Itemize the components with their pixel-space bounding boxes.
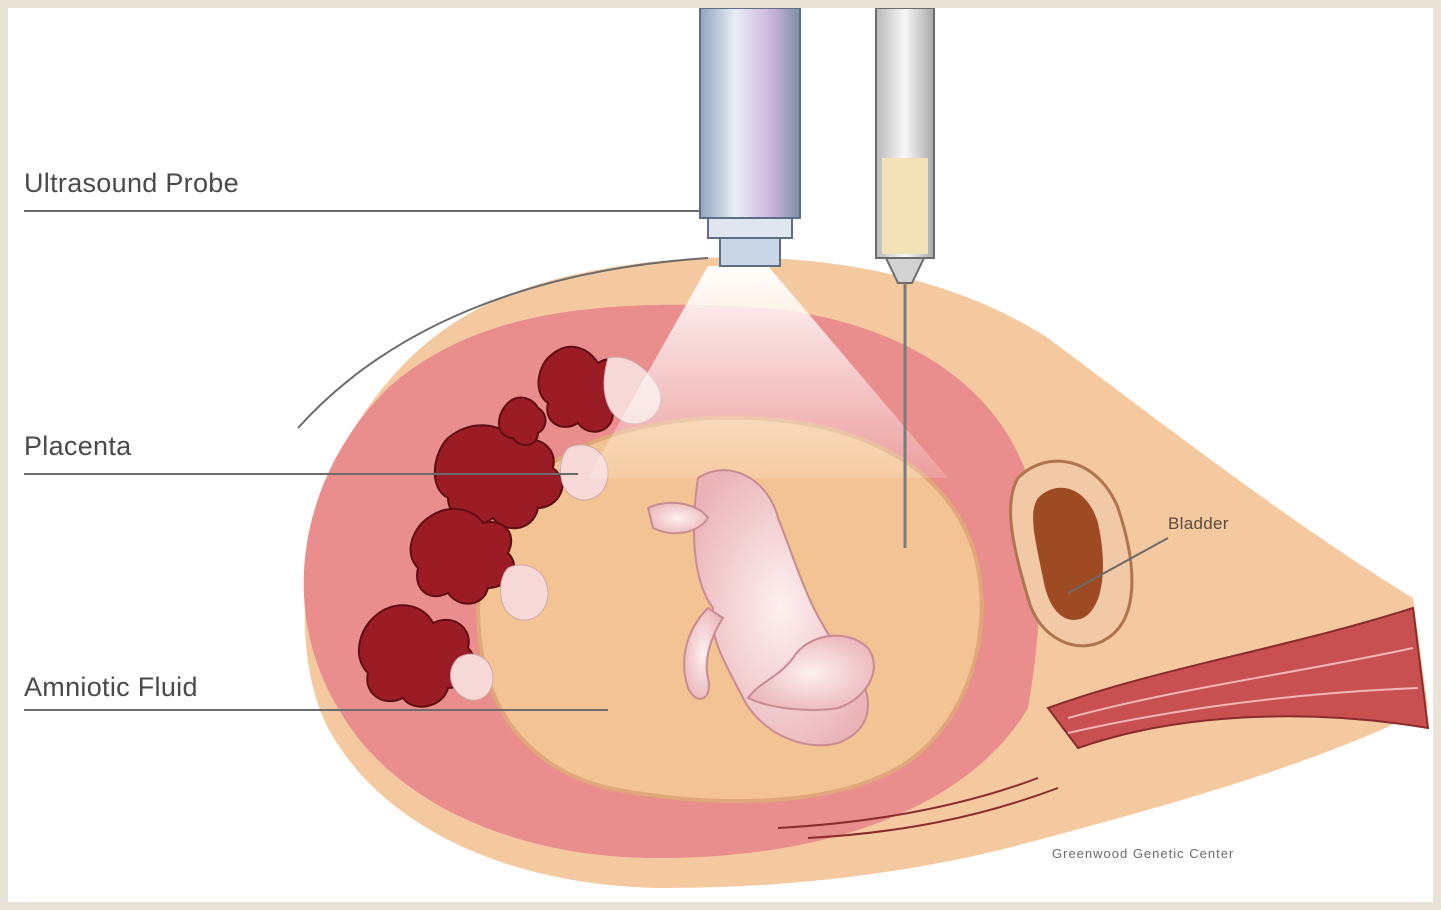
credit-label: Greenwood Genetic Center — [1052, 846, 1234, 861]
ultrasound-probe-label: Ultrasound Probe — [24, 168, 239, 199]
amniotic-fluid-label: Amniotic Fluid — [24, 672, 198, 703]
amniocentesis-diagram — [8, 8, 1433, 902]
bladder-label: Bladder — [1168, 514, 1229, 534]
placenta-label: Placenta — [24, 431, 131, 462]
diagram-canvas: Ultrasound Probe Placenta Amniotic Fluid… — [8, 8, 1433, 902]
ultrasound-probe — [700, 8, 800, 266]
